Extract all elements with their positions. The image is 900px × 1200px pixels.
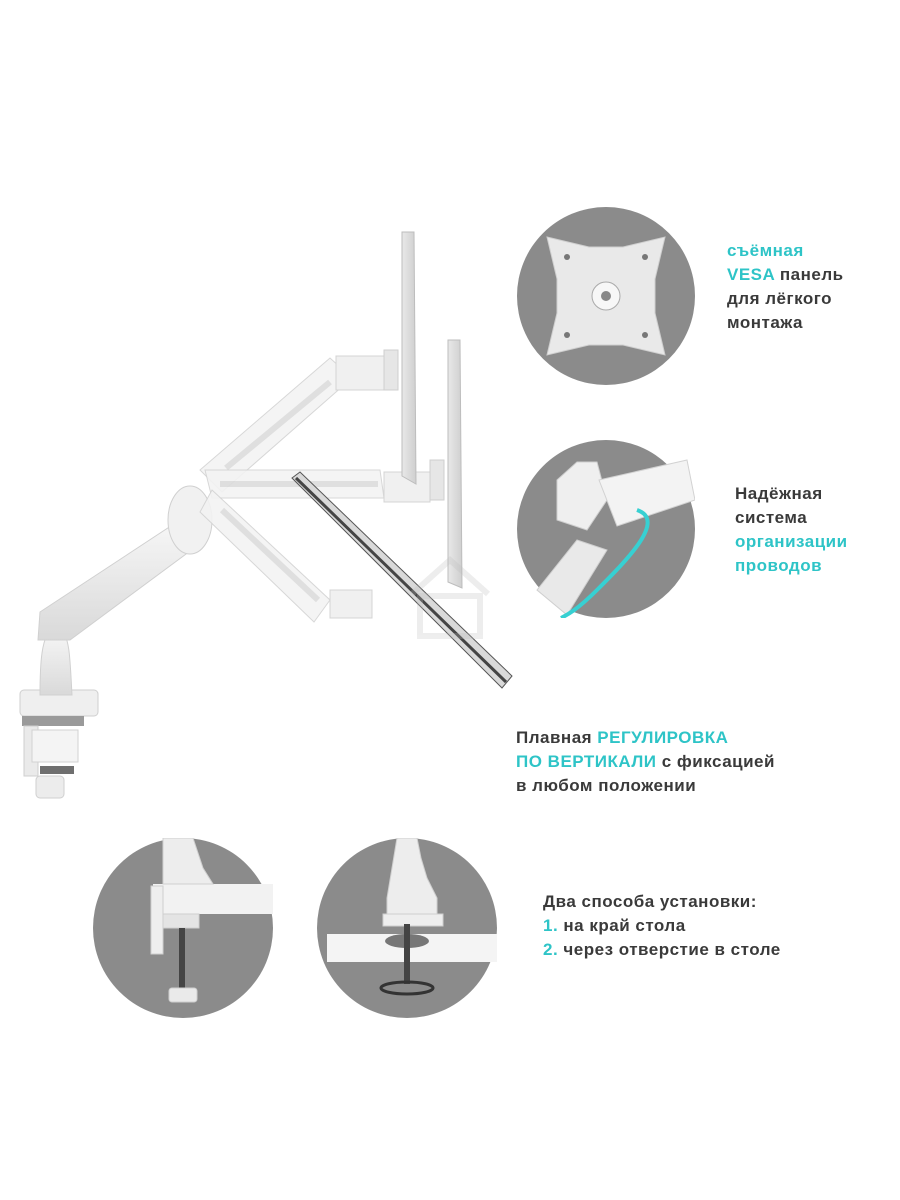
grommet-mount-icon — [317, 838, 497, 1018]
adjust-line-2-rest: с фиксацией — [656, 752, 775, 771]
monitor-arm-illustration — [19, 231, 513, 799]
vesa-plate-icon — [517, 207, 695, 385]
monitor-top — [383, 231, 417, 485]
vesa-line-2-rest: панель — [774, 265, 844, 284]
watermark-logo — [409, 555, 491, 639]
vesa-line-3: для лёгкого — [727, 289, 832, 308]
adjust-caption: Плавная РЕГУЛИРОВКА ПО ВЕРТИКАЛИ с фикса… — [516, 726, 775, 798]
adjust-line-2-accent: ПО ВЕРТИКАЛИ — [516, 752, 657, 771]
install-item-1-num: 1. — [543, 916, 559, 935]
cables-line-2: система — [735, 508, 808, 527]
cables-caption: Надёжная система организации проводов — [735, 482, 848, 578]
install-caption: Два способа установки: 1. на край стола … — [543, 890, 781, 962]
monitor-middle — [429, 339, 463, 589]
install-title: Два способа установки: — [543, 892, 757, 911]
vesa-caption: съёмная VESA панель для лёгкого монтажа — [727, 239, 844, 335]
install-item-2-text: через отверстие в столе — [558, 940, 781, 959]
cable-channel-icon — [517, 440, 695, 618]
vesa-line-1: съёмная — [727, 241, 804, 260]
adjust-line-1-start: Плавная — [516, 728, 598, 747]
install-item-2-num: 2. — [543, 940, 559, 959]
edge-clamp-icon — [93, 838, 273, 1018]
desk-clamp — [19, 689, 99, 799]
monitor-tilted — [291, 471, 513, 689]
vesa-line-2-accent: VESA — [727, 265, 775, 284]
adjust-line-1-accent: РЕГУЛИРОВКА — [597, 728, 729, 747]
cables-line-1: Надёжная — [735, 484, 823, 503]
lower-arm — [37, 485, 213, 696]
adjust-line-3: в любом положении — [516, 776, 697, 795]
install-item-1-text: на край стола — [558, 916, 686, 935]
vesa-line-4: монтажа — [727, 313, 803, 332]
cables-line-3: организации — [735, 532, 848, 551]
upper-arm-bottom — [199, 489, 373, 623]
cables-line-4: проводов — [735, 556, 823, 575]
